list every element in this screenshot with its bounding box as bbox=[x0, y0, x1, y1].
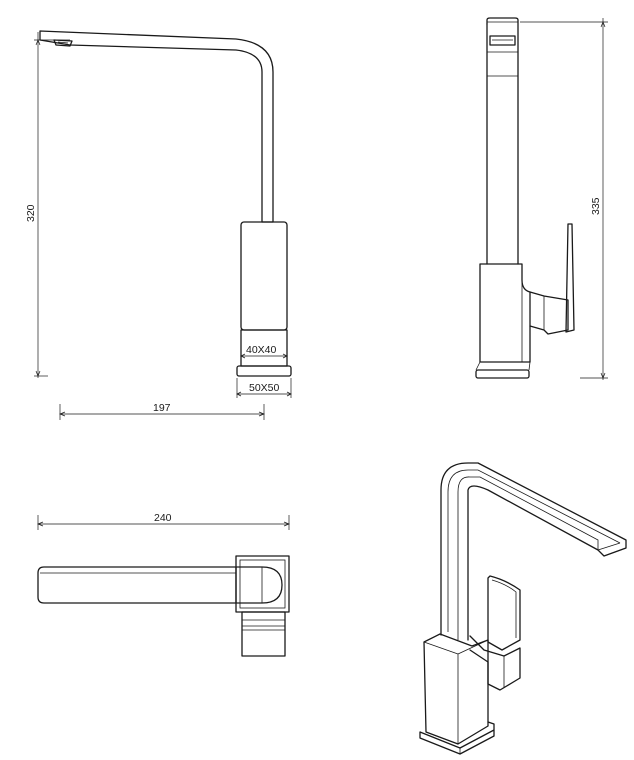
dim-spout-reach: 197 bbox=[59, 402, 265, 420]
front-view: 335 bbox=[475, 17, 608, 380]
side-view: 320 40X40 50X50 197 bbox=[25, 30, 292, 420]
dim-top-length-label: 240 bbox=[154, 512, 172, 524]
front-handle-cartridge bbox=[529, 291, 569, 335]
dim-front-height-label: 335 bbox=[590, 197, 602, 215]
side-base bbox=[236, 365, 292, 377]
side-body bbox=[240, 221, 288, 331]
dim-spout-reach-label: 197 bbox=[153, 402, 171, 414]
front-handle-lever bbox=[565, 223, 575, 333]
side-aerator bbox=[53, 39, 73, 47]
iso-base bbox=[419, 721, 495, 755]
iso-handle-lever bbox=[487, 575, 521, 651]
iso-spout-outer bbox=[440, 462, 627, 641]
front-base bbox=[475, 369, 530, 379]
isometric-view bbox=[419, 462, 627, 755]
dim-top-length: 240 bbox=[37, 512, 290, 530]
top-view: 240 bbox=[37, 512, 290, 657]
dim-base-inner: 40X40 bbox=[240, 344, 288, 359]
front-body bbox=[479, 263, 531, 363]
dim-base-inner-label: 40X40 bbox=[246, 344, 277, 356]
front-aerator bbox=[489, 35, 516, 46]
side-spout-outline bbox=[39, 30, 274, 223]
dim-side-height: 320 bbox=[25, 32, 70, 378]
dim-base-outer-label: 50X50 bbox=[249, 382, 280, 394]
dim-side-height-label: 320 bbox=[25, 204, 37, 222]
dim-base-outer: 50X50 bbox=[236, 378, 292, 398]
dim-front-height: 335 bbox=[520, 18, 608, 380]
front-column bbox=[486, 17, 519, 265]
top-handle bbox=[241, 611, 286, 657]
top-spout bbox=[37, 566, 237, 604]
iso-body bbox=[423, 633, 489, 745]
top-column bbox=[235, 566, 283, 604]
top-body-inner bbox=[239, 559, 286, 609]
